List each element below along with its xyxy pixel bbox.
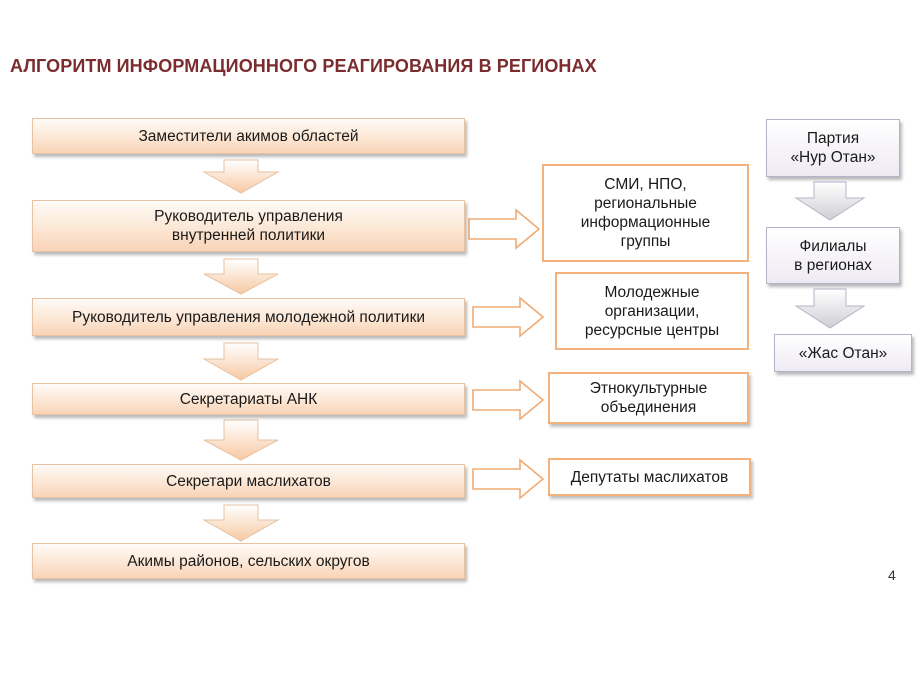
box-regional-branches: Филиалы в регионах [766, 227, 900, 284]
box-youth-policy-head: Руководитель управления молодежной полит… [32, 298, 465, 336]
right-arrow-1 [468, 208, 541, 250]
box-maslikhat-secretaries: Секретари маслихатов [32, 464, 465, 498]
box-internal-policy-head: Руководитель управления внутренней полит… [32, 200, 465, 252]
box-media-ngo: СМИ, НПО, региональные информационные гр… [542, 164, 749, 262]
box-ethnocultural: Этнокультурные объединения [548, 372, 749, 424]
box-maslikhat-deputies: Депутаты маслихатов [548, 458, 751, 496]
down-arrow-2 [203, 258, 279, 295]
box-nur-otan: Партия «Нур Отан» [766, 119, 900, 177]
party-down-arrow-2 [794, 288, 866, 329]
down-arrow-4 [203, 419, 279, 461]
right-arrow-2 [472, 296, 545, 338]
box-zhas-otan: «Жас Отан» [774, 334, 912, 372]
page-number: 4 [888, 567, 896, 583]
right-arrow-3 [472, 379, 545, 421]
box-ank-secretariats: Секретариаты АНК [32, 383, 465, 415]
party-down-arrow-1 [794, 181, 866, 221]
down-arrow-1 [202, 159, 280, 194]
box-deputy-akims: Заместители акимов областей [32, 118, 465, 154]
page-title: АЛГОРИТМ ИНФОРМАЦИОННОГО РЕАГИРОВАНИЯ В … [10, 56, 597, 76]
box-youth-organizations: Молодежные организации, ресурсные центры [555, 272, 749, 350]
box-district-akims: Акимы районов, сельских округов [32, 543, 465, 579]
right-arrow-4 [472, 458, 545, 500]
down-arrow-5 [202, 504, 280, 542]
down-arrow-3 [202, 342, 280, 381]
